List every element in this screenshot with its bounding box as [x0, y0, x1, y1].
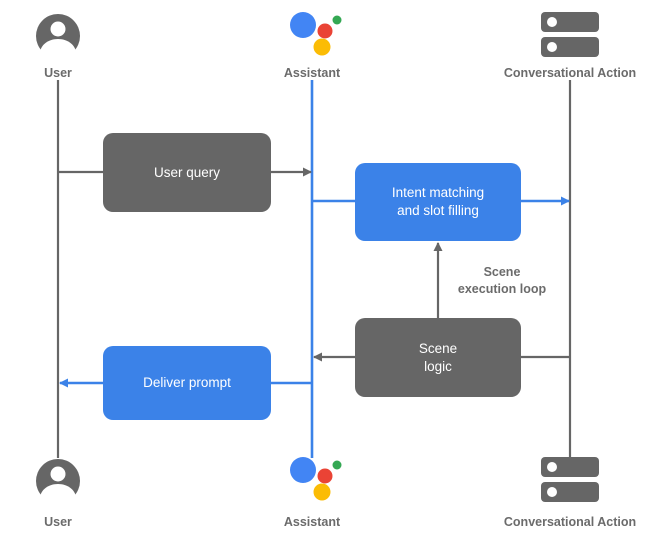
actor-label-conversational-action-top: Conversational Action [503, 66, 637, 80]
server-icon-bottom [541, 457, 599, 502]
user-avatar-icon-bottom [36, 459, 80, 506]
actor-label-assistant-top: Assistant [283, 66, 341, 80]
actor-label-user-top: User [44, 66, 72, 80]
connectors [58, 167, 570, 388]
google-assistant-icon-top [290, 12, 342, 56]
node-scene-logic[interactable] [355, 318, 521, 397]
lifelines [56, 80, 572, 458]
nodes [103, 133, 521, 420]
user-avatar-icon-top [36, 14, 80, 61]
google-assistant-icon-bottom [290, 457, 342, 501]
annotation-scene-execution-loop: Scene execution loop [457, 265, 547, 296]
actor-label-assistant-bottom: Assistant [283, 515, 341, 529]
node-user-query[interactable] [103, 133, 271, 212]
server-icon-top [541, 12, 599, 57]
actor-label-user-bottom: User [44, 515, 72, 529]
actor-label-conversational-action-bottom: Conversational Action [503, 515, 637, 529]
node-intent-matching[interactable] [355, 163, 521, 241]
node-deliver-prompt[interactable] [103, 346, 271, 420]
